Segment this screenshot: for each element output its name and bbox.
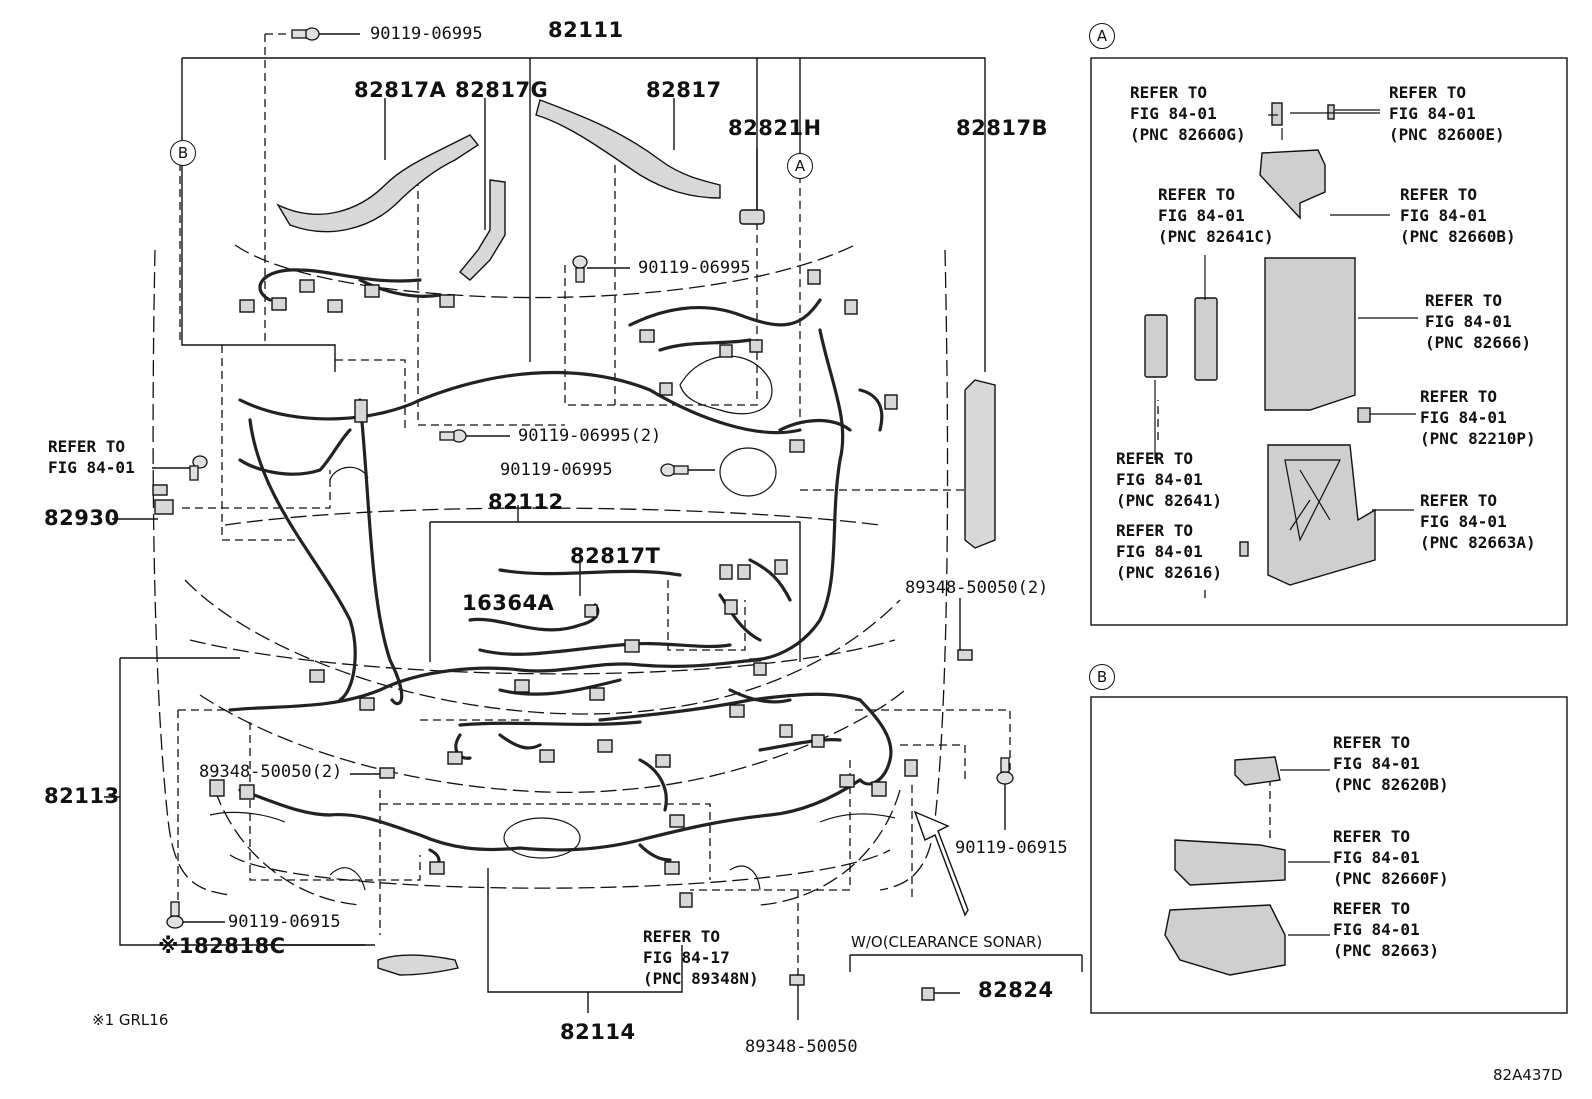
callout-b-circle: B [170,140,196,166]
part-82641C [1194,297,1218,381]
bracket-82818C [377,954,459,976]
label-82824: 82824 [978,978,1054,1002]
strut-line [224,507,881,526]
harness-82112 [228,658,762,712]
label-82818C: ※182818C [158,934,286,958]
part-82660G [1271,102,1283,126]
fastener-label: 90119-06915 [955,838,1068,858]
harness-82114 [238,788,522,852]
panel-b-label: B [1089,664,1115,690]
part-82663 [1164,904,1286,976]
fastener-label: 89348-50050(2) [199,762,343,782]
clip-89348-right [957,649,973,661]
label-82817G: 82817G [455,78,549,102]
bracket-82114 [487,868,683,1013]
emblem [503,817,581,859]
part-82660F [1174,839,1286,886]
panel-b-frame [1090,696,1568,1014]
footnote: ※1 GRL16 [92,1011,169,1029]
clip-82821H [739,209,765,225]
part-82824 [921,987,935,1001]
callout-a-circle: A [787,153,813,179]
label-82111: 82111 [548,18,624,42]
label-16364A: 16364A [462,591,555,615]
bracket-82817B [964,379,996,549]
label-82817B: 82817B [956,116,1049,140]
bolt-icons [166,27,1014,929]
label-82817: 82817 [646,78,722,102]
bracket-82111 [182,57,986,372]
bracket-82817G [459,179,506,281]
label-82113: 82113 [44,784,120,808]
panel-a-frame [1090,57,1568,626]
label-82817T: 82817T [570,544,661,568]
harness-right-trunk [748,328,845,662]
part-82660B [1259,149,1326,220]
fastener-label: 89348-50050 [745,1037,858,1057]
fastener-label: 90119-06995(2) [518,426,662,446]
part-82620B [1234,756,1281,786]
label-82821H: 82821H [728,116,822,140]
part-82930 [154,499,174,515]
part-82641 [1144,314,1168,378]
cowl-line [234,244,856,299]
bracket-82113 [104,657,365,946]
harness-16364A [468,603,600,632]
fastener-label: 90119-06995 [370,24,483,44]
part-82210P [1357,407,1371,423]
option-label: W/O(CLEARANCE SONAR) [851,933,1043,951]
harness-82111 [238,370,802,435]
part-82663A [1267,444,1376,586]
label-82930: 82930 [44,506,120,530]
part-82666 [1264,257,1356,411]
fastener-label: 90119-06995 [638,258,751,278]
fastener-label: 90119-06995 [500,460,613,480]
fastener-label: 89348-50050(2) [905,578,1049,598]
label-82114: 82114 [560,1020,636,1044]
bracket-82112 [429,521,801,662]
bracket-82817A [276,134,480,233]
panel-a-label: A [1089,23,1115,49]
fastener-label: 90119-06915 [228,912,341,932]
harness-82817T [498,568,682,577]
part-82600E [1327,104,1335,120]
label-82817A: 82817A [354,78,447,102]
view-arrow [913,810,969,917]
part-82616 [1239,541,1249,557]
diagram-id: 82A437D [1493,1066,1563,1084]
body-right-edge [879,249,949,891]
label-82112: 82112 [488,490,564,514]
body-left-edge [152,249,231,896]
bracket-82817 [535,99,721,199]
